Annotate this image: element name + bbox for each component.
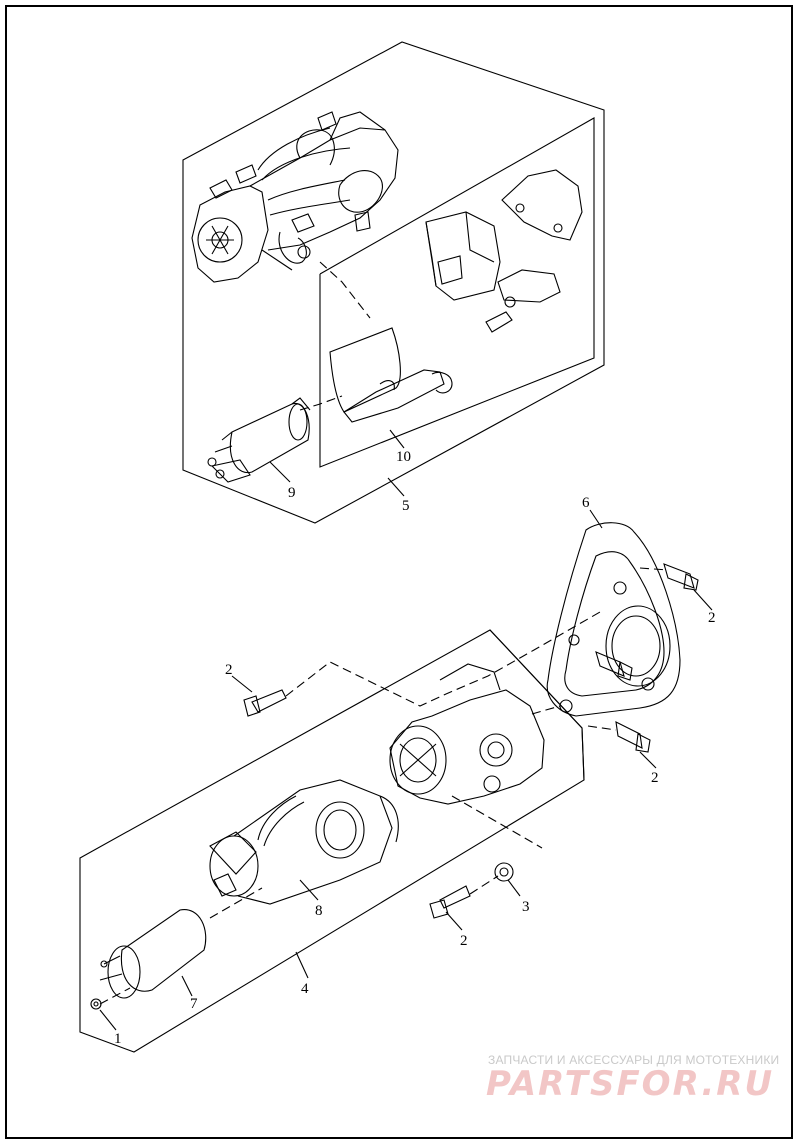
callout-4: 4 [301, 981, 309, 997]
watermark-subtitle: ЗАПЧАСТИ И АКСЕССУАРЫ ДЛЯ МОТОТЕХНИКИ [488, 1053, 780, 1067]
callout-8: 8 [315, 903, 323, 919]
callout-5: 5 [402, 498, 410, 514]
lock-washer-3 [494, 862, 514, 882]
callout-3: 3 [522, 899, 530, 915]
callout-10: 10 [396, 449, 411, 465]
bolt-2-b [615, 721, 651, 753]
bolt-2-c [243, 689, 287, 717]
starter-harness-assembly [191, 111, 399, 283]
callout-2-a: 2 [708, 610, 716, 626]
callout-2-d: 2 [460, 933, 468, 949]
watermark-logo: PARTSFOR.RU [486, 1064, 775, 1104]
relay-bracket [425, 169, 583, 333]
callout-9: 9 [288, 485, 296, 501]
leader-lines-upper [299, 261, 371, 411]
assembly-box-5 [182, 41, 605, 524]
solenoid-9 [207, 397, 311, 483]
callout-2-c: 2 [225, 662, 233, 678]
callout-6: 6 [582, 495, 590, 511]
bolt-2-a [663, 563, 699, 591]
mounting-plate-6 [546, 522, 681, 717]
bolt-2-d [429, 885, 471, 919]
drawing-frame [5, 5, 793, 1139]
callout-7: 7 [190, 996, 198, 1012]
nut-1 [90, 998, 102, 1010]
sub-box-10 [319, 117, 595, 468]
motor-8 [209, 779, 399, 905]
callout-leaders [99, 429, 713, 1031]
drive-end-housing [389, 663, 545, 805]
bolt-mid [595, 651, 633, 681]
assembly-box-4 [79, 629, 585, 1053]
cover-10 [329, 327, 453, 423]
solenoid-7 [99, 909, 207, 999]
callout-labels: 6 2 2 2 2 3 4 8 7 1 9 10 5 [114, 449, 716, 1047]
callout-2-b: 2 [651, 770, 659, 786]
callout-1: 1 [114, 1031, 122, 1047]
leader-lines-lower [99, 567, 669, 1005]
